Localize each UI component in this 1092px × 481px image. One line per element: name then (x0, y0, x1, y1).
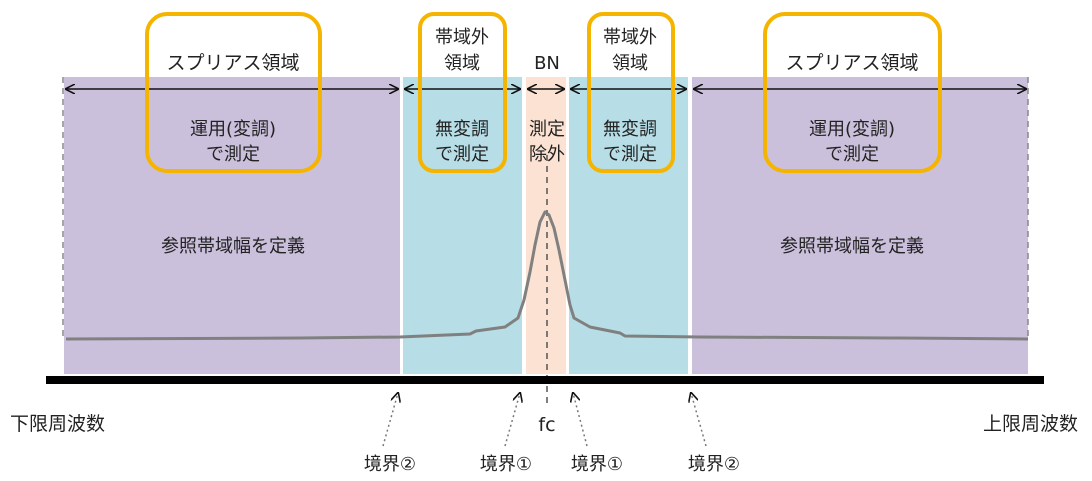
spurious-right-title: スプリアス領域 (785, 52, 918, 74)
boundary1-right-pointer (573, 393, 588, 447)
oob-right-title-line1: 帯域外 (603, 27, 657, 48)
bn-note-line1: 測定 (529, 119, 565, 140)
lower-frequency-label: 下限周波数 (10, 413, 105, 435)
center-frequency-label: fc (538, 414, 555, 436)
highlight-frame-oob-left (418, 12, 507, 173)
oob-region-left (403, 77, 522, 374)
highlight-frame-oob-right (587, 12, 675, 173)
bn-region (526, 77, 566, 374)
highlight-frame-spurious-left (145, 12, 322, 173)
boundary2-right-pointer (691, 393, 707, 447)
frequency-axis (46, 376, 1044, 384)
spurious-left-note-line2: で測定 (206, 144, 260, 165)
oob-left-title-line1: 帯域外 (435, 27, 489, 48)
spurious-right-note-line2: で測定 (825, 144, 879, 165)
spurious-left-note-line1: 運用(変調) (190, 119, 276, 140)
spurious-left-title: スプリアス領域 (166, 52, 299, 74)
spurious-right-note-line1: 運用(変調) (809, 119, 895, 140)
boundary1-left-label: 境界① (480, 454, 532, 475)
spurious-region-left (64, 77, 400, 374)
boundary1-left-pointer (504, 393, 520, 447)
highlight-frame-spurious-right (763, 12, 942, 173)
oob-left-title-line2: 領域 (444, 53, 480, 74)
oob-right-title-line2: 領域 (612, 53, 648, 74)
oob-right-note-line2: で測定 (603, 144, 657, 165)
boundary1-right-label: 境界① (571, 454, 623, 475)
spurious-right-bandwidth: 参照帯域幅を定義 (780, 236, 924, 257)
boundary2-right-label: 境界② (688, 454, 740, 475)
oob-right-note-line1: 無変調 (603, 119, 657, 140)
boundary2-left-pointer (382, 393, 398, 447)
bn-note-line2: 除外 (529, 144, 565, 165)
oob-left-note-line1: 無変調 (435, 119, 489, 140)
bn-title: BN (534, 53, 560, 74)
spurious-region-right (692, 77, 1028, 374)
signal-spectrum-trace (65, 210, 1029, 341)
spurious-left-bandwidth: 参照帯域幅を定義 (161, 236, 305, 257)
boundary2-left-label: 境界② (364, 454, 416, 475)
oob-left-note-line2: で測定 (435, 144, 489, 165)
upper-frequency-label: 上限周波数 (983, 413, 1078, 435)
